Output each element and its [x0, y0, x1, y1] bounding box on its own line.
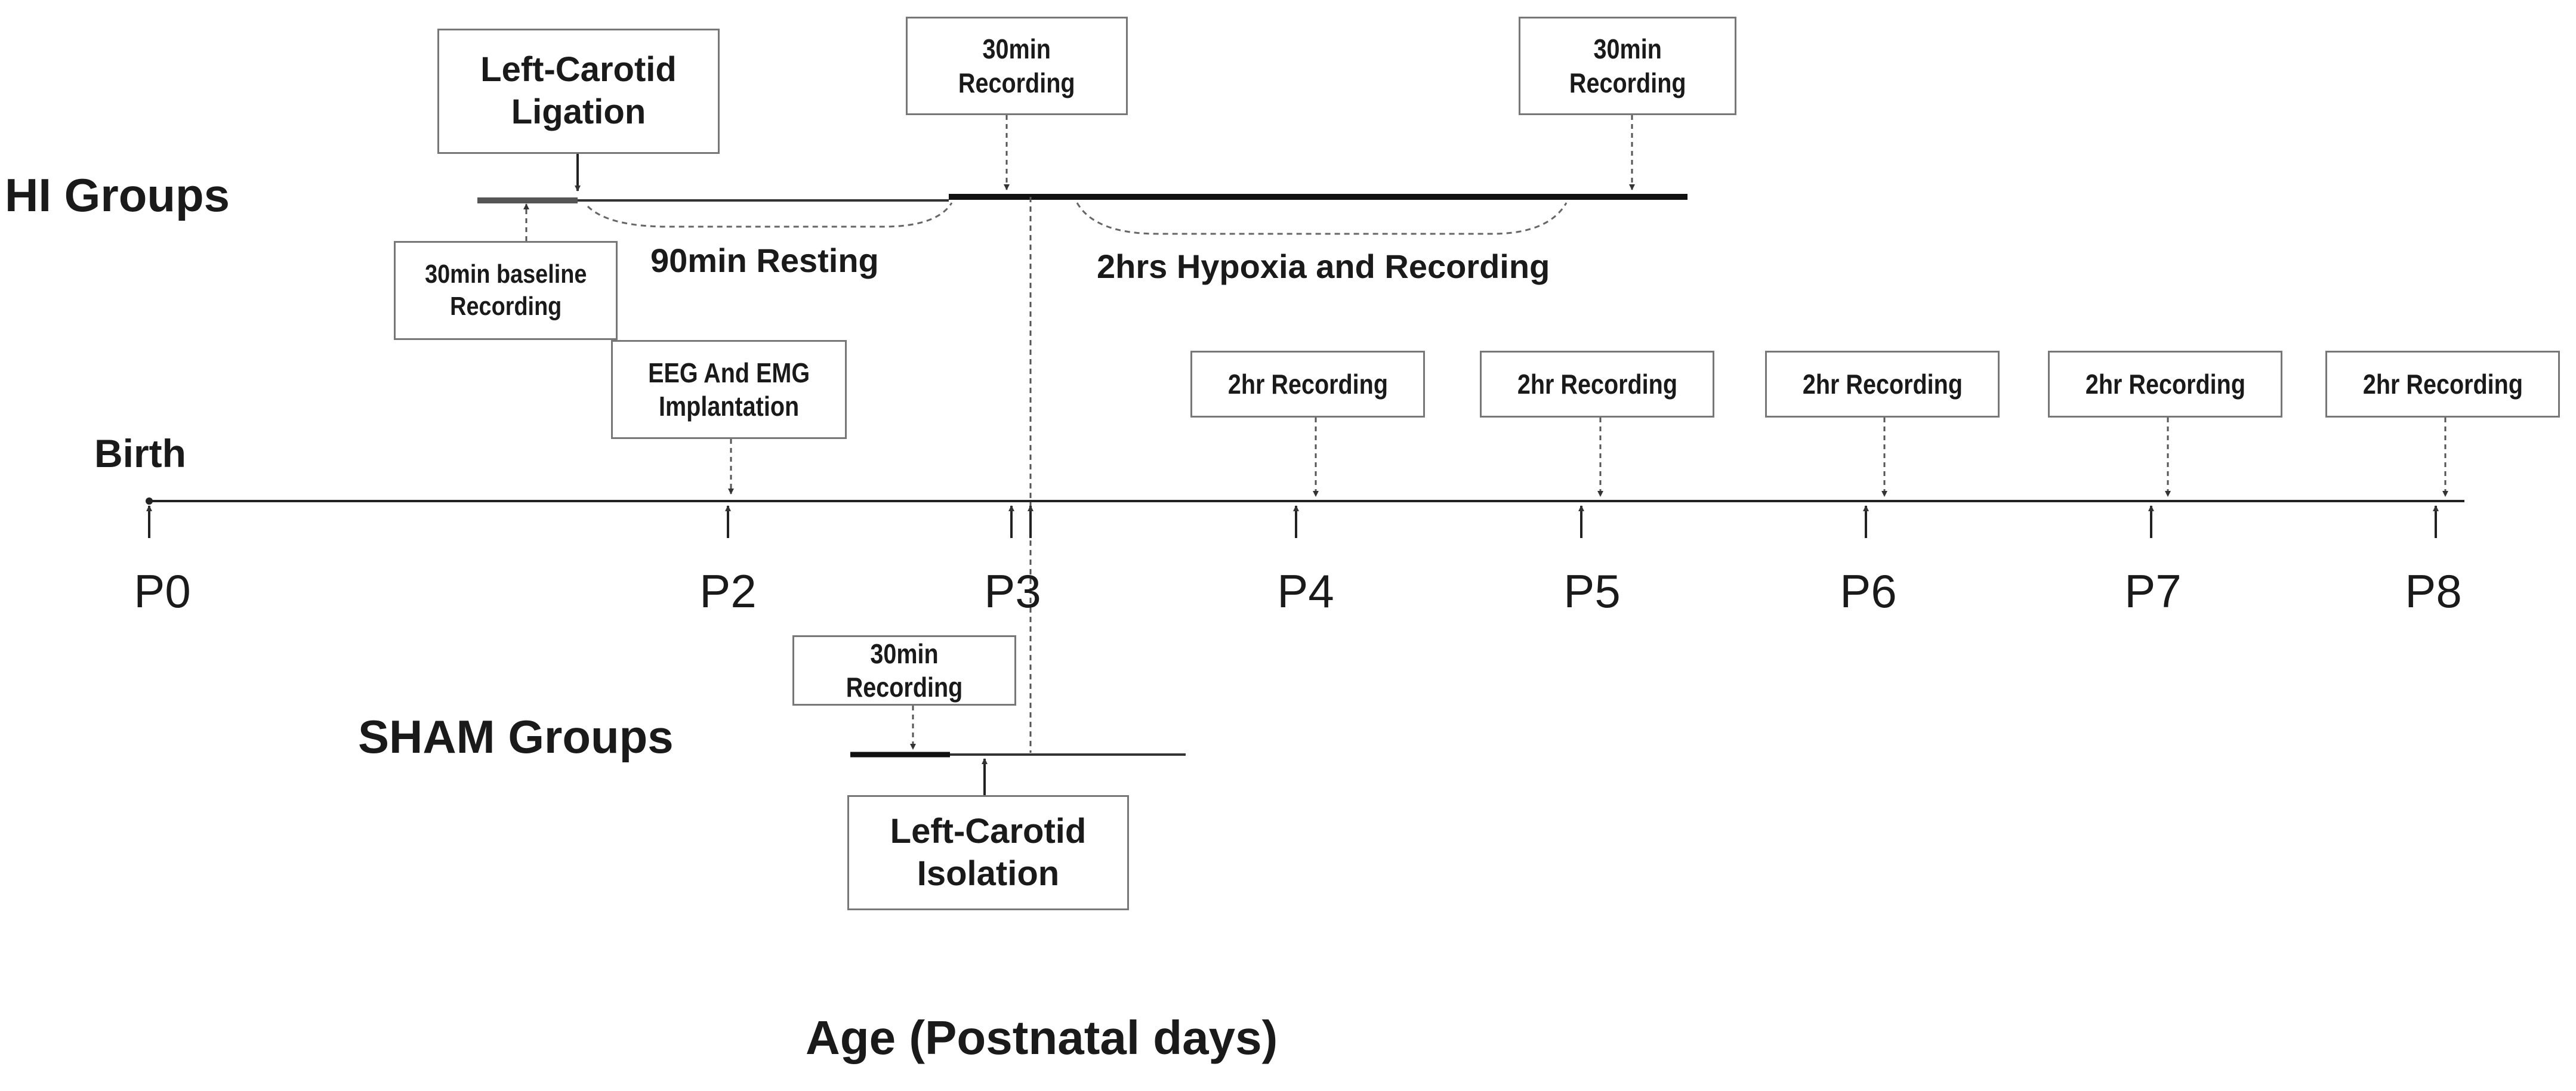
day-label-p8: P8: [2405, 565, 2462, 617]
day-label-p2: P2: [699, 565, 757, 617]
daily-recording-box-p7: 2hr Recording: [2048, 351, 2282, 418]
day-label-p4: P4: [1277, 565, 1334, 617]
axis-title: Age (Postnatal days): [806, 1011, 1278, 1064]
sham-recording-box: 30min Recording: [792, 635, 1016, 706]
baseline-box: 30min baseline Recording: [394, 241, 618, 340]
daily-recording-text: 2hr Recording: [2362, 368, 2523, 400]
daily-recording-box-p5: 2hr Recording: [1480, 351, 1714, 418]
rec-end-text: 30min Recording: [1569, 33, 1686, 98]
daily-recording-text: 2hr Recording: [1802, 368, 1963, 400]
day-label-p0: P0: [134, 565, 191, 617]
rec-start-box: 30min Recording: [906, 17, 1128, 115]
rec-end-box: 30min Recording: [1519, 17, 1736, 115]
day-label-p6: P6: [1840, 565, 1897, 617]
rec-start-text: 30min Recording: [958, 33, 1075, 98]
day-label-p5: P5: [1563, 565, 1621, 617]
daily-recording-text: 2hr Recording: [2085, 368, 2245, 400]
daily-recording-text: 2hr Recording: [1227, 368, 1388, 400]
implantation-text: EEG And EMG Implantation: [647, 357, 810, 422]
baseline-text: 30min baseline Recording: [424, 259, 587, 321]
sham-groups-label: SHAM Groups: [358, 710, 674, 763]
isolation-text: Left-Carotid Isolation: [890, 811, 1087, 893]
sham-recording-text: 30min Recording: [846, 638, 963, 703]
ligation-box: Left-Carotid Ligation: [437, 29, 720, 154]
daily-recording-box-p6: 2hr Recording: [1765, 351, 2000, 418]
hypoxia-bracket: [1076, 202, 1568, 235]
daily-recording-text: 2hr Recording: [1517, 368, 1677, 400]
resting-bracket: [587, 202, 953, 228]
isolation-box: Left-Carotid Isolation: [847, 795, 1129, 910]
hi-groups-label: HI Groups: [5, 169, 230, 221]
day-label-p7: P7: [2124, 565, 2182, 617]
daily-recording-box-p8: 2hr Recording: [2325, 351, 2560, 418]
hypoxia-label: 2hrs Hypoxia and Recording: [1097, 248, 1550, 285]
axis-origin-dot: [146, 497, 153, 505]
birth-label: Birth: [94, 431, 186, 475]
implantation-box: EEG And EMG Implantation: [611, 340, 847, 439]
daily-recording-box-p4: 2hr Recording: [1190, 351, 1425, 418]
day-label-p3: P3: [984, 565, 1041, 617]
resting-label: 90min Resting: [650, 242, 879, 279]
ligation-text: Left-Carotid Ligation: [480, 50, 677, 131]
